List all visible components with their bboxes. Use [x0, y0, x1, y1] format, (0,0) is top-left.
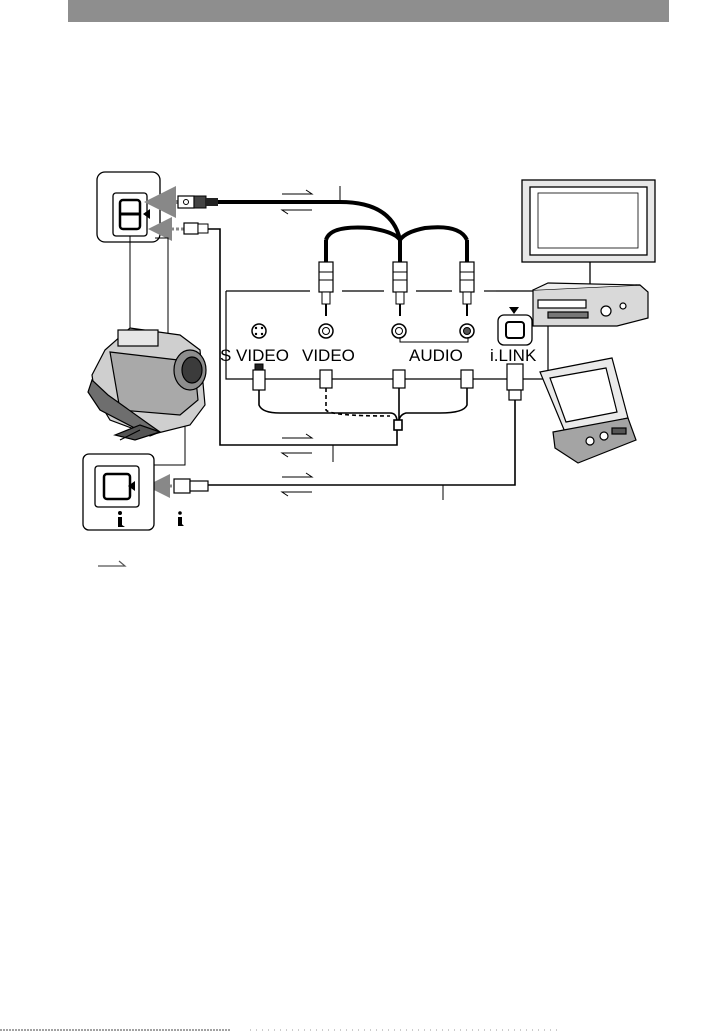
- bottom-edge-marks: [0, 1027, 727, 1033]
- av-connector-jack-icon: [97, 172, 160, 242]
- audio-jack-right: [460, 324, 474, 338]
- video-label: VIDEO: [302, 346, 355, 365]
- audio-bracket: [400, 337, 468, 342]
- av-cable: [208, 186, 467, 462]
- rca-plug-video: [319, 262, 333, 316]
- ilink-symbol-icon: [178, 511, 184, 526]
- lower-cables: [208, 388, 515, 500]
- video-jack: [319, 324, 333, 338]
- audio-label: AUDIO: [409, 346, 463, 365]
- lower-plugs: [253, 364, 523, 400]
- s-video-label: S VIDEO: [220, 346, 289, 365]
- camcorder-icon: [88, 328, 206, 440]
- rca-plug-audio-white: [393, 262, 407, 316]
- s-video-jack: [252, 324, 266, 338]
- ilink-jack: [498, 307, 532, 345]
- tv-icon: [522, 180, 655, 290]
- signal-flow-arrow-icon: [98, 561, 125, 566]
- rca-plug-audio-red: [460, 262, 474, 316]
- ilink-label: i.LINK: [490, 346, 537, 365]
- signal-flow-arrow-icon: [282, 190, 312, 496]
- portable-video-recorder-icon: [540, 358, 636, 463]
- ilink-plug: [152, 479, 208, 493]
- audio-jack-left: [392, 324, 406, 338]
